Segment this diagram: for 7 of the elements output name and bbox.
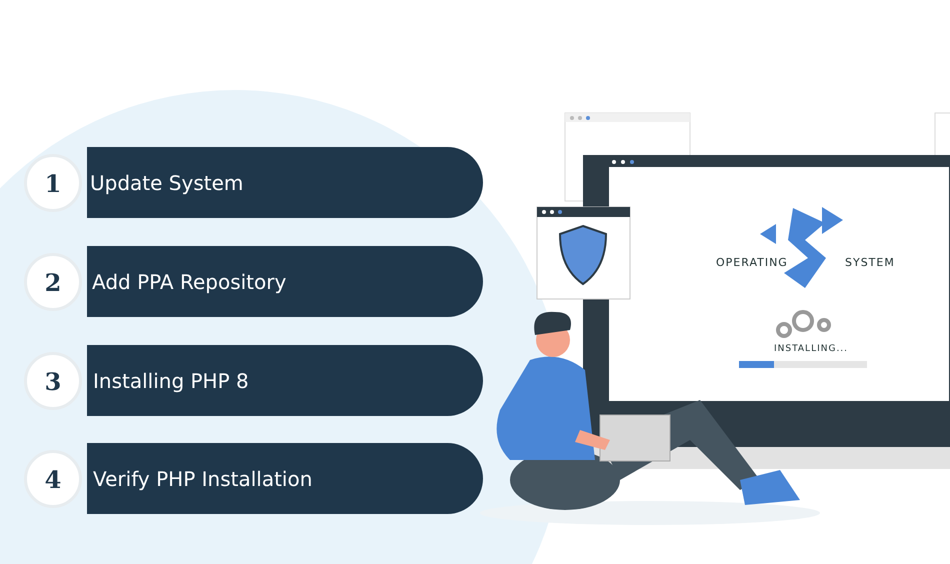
step-pill: Installing PHP 8 <box>87 345 483 416</box>
screen-text: OPERATING <box>716 256 788 269</box>
screen-text: INSTALLING... <box>774 344 848 354</box>
screen-text: SYSTEM <box>845 256 895 269</box>
step-pill: Add PPA Repository <box>87 246 483 317</box>
step-pill: Verify PHP Installation <box>87 443 483 514</box>
step-pill: Update System <box>87 147 483 218</box>
